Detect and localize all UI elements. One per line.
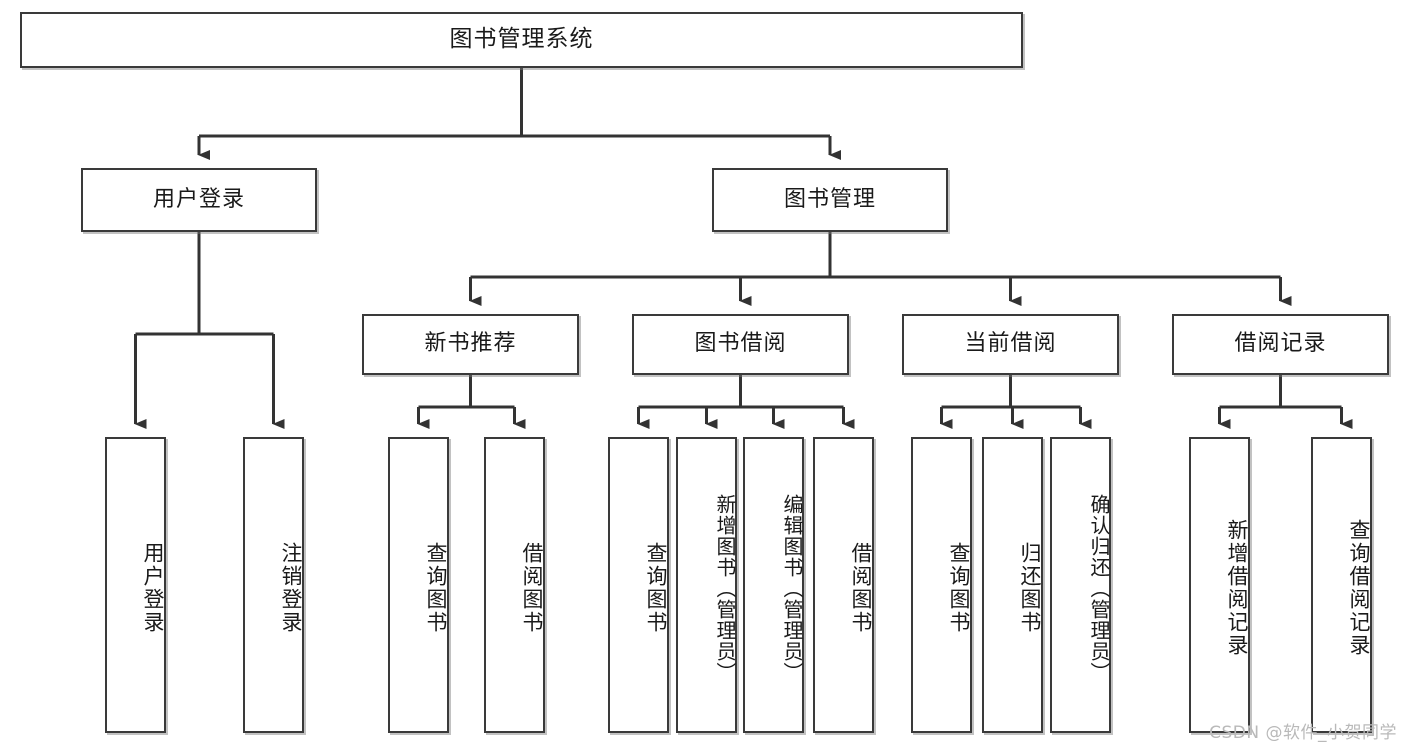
node-leaf-归还图书: 归还图书: [982, 437, 1043, 733]
node-leaf-新增图书管理员: 新增图书（管理员）: [676, 437, 737, 733]
node-leaf-借阅图书: 借阅图书: [813, 437, 874, 733]
node-leaf-注销登录: 注销登录: [243, 437, 304, 733]
node-root-图书管理系统: 图书管理系统: [20, 12, 1023, 68]
node-leaf-用户登录: 用户登录: [105, 437, 166, 733]
node-level2-图书借阅: 图书借阅: [632, 314, 849, 375]
node-level2-借阅记录: 借阅记录: [1172, 314, 1389, 375]
node-leaf-查询图书: 查询图书: [388, 437, 449, 733]
node-leaf-确认归还管理员: 确认归还（管理员）: [1050, 437, 1111, 733]
node-leaf-新增借阅记录: 新增借阅记录: [1189, 437, 1250, 733]
watermark-text: CSDN @软件_小贺同学: [1209, 723, 1397, 743]
node-leaf-查询借阅记录: 查询借阅记录: [1311, 437, 1372, 733]
node-level1-用户登录: 用户登录: [81, 168, 317, 232]
node-level1-图书管理: 图书管理: [712, 168, 948, 232]
node-leaf-编辑图书管理员: 编辑图书（管理员）: [743, 437, 804, 733]
node-leaf-查询图书: 查询图书: [608, 437, 669, 733]
node-leaf-借阅图书: 借阅图书: [484, 437, 545, 733]
node-level2-新书推荐: 新书推荐: [362, 314, 579, 375]
node-level2-当前借阅: 当前借阅: [902, 314, 1119, 375]
node-leaf-查询图书: 查询图书: [911, 437, 972, 733]
